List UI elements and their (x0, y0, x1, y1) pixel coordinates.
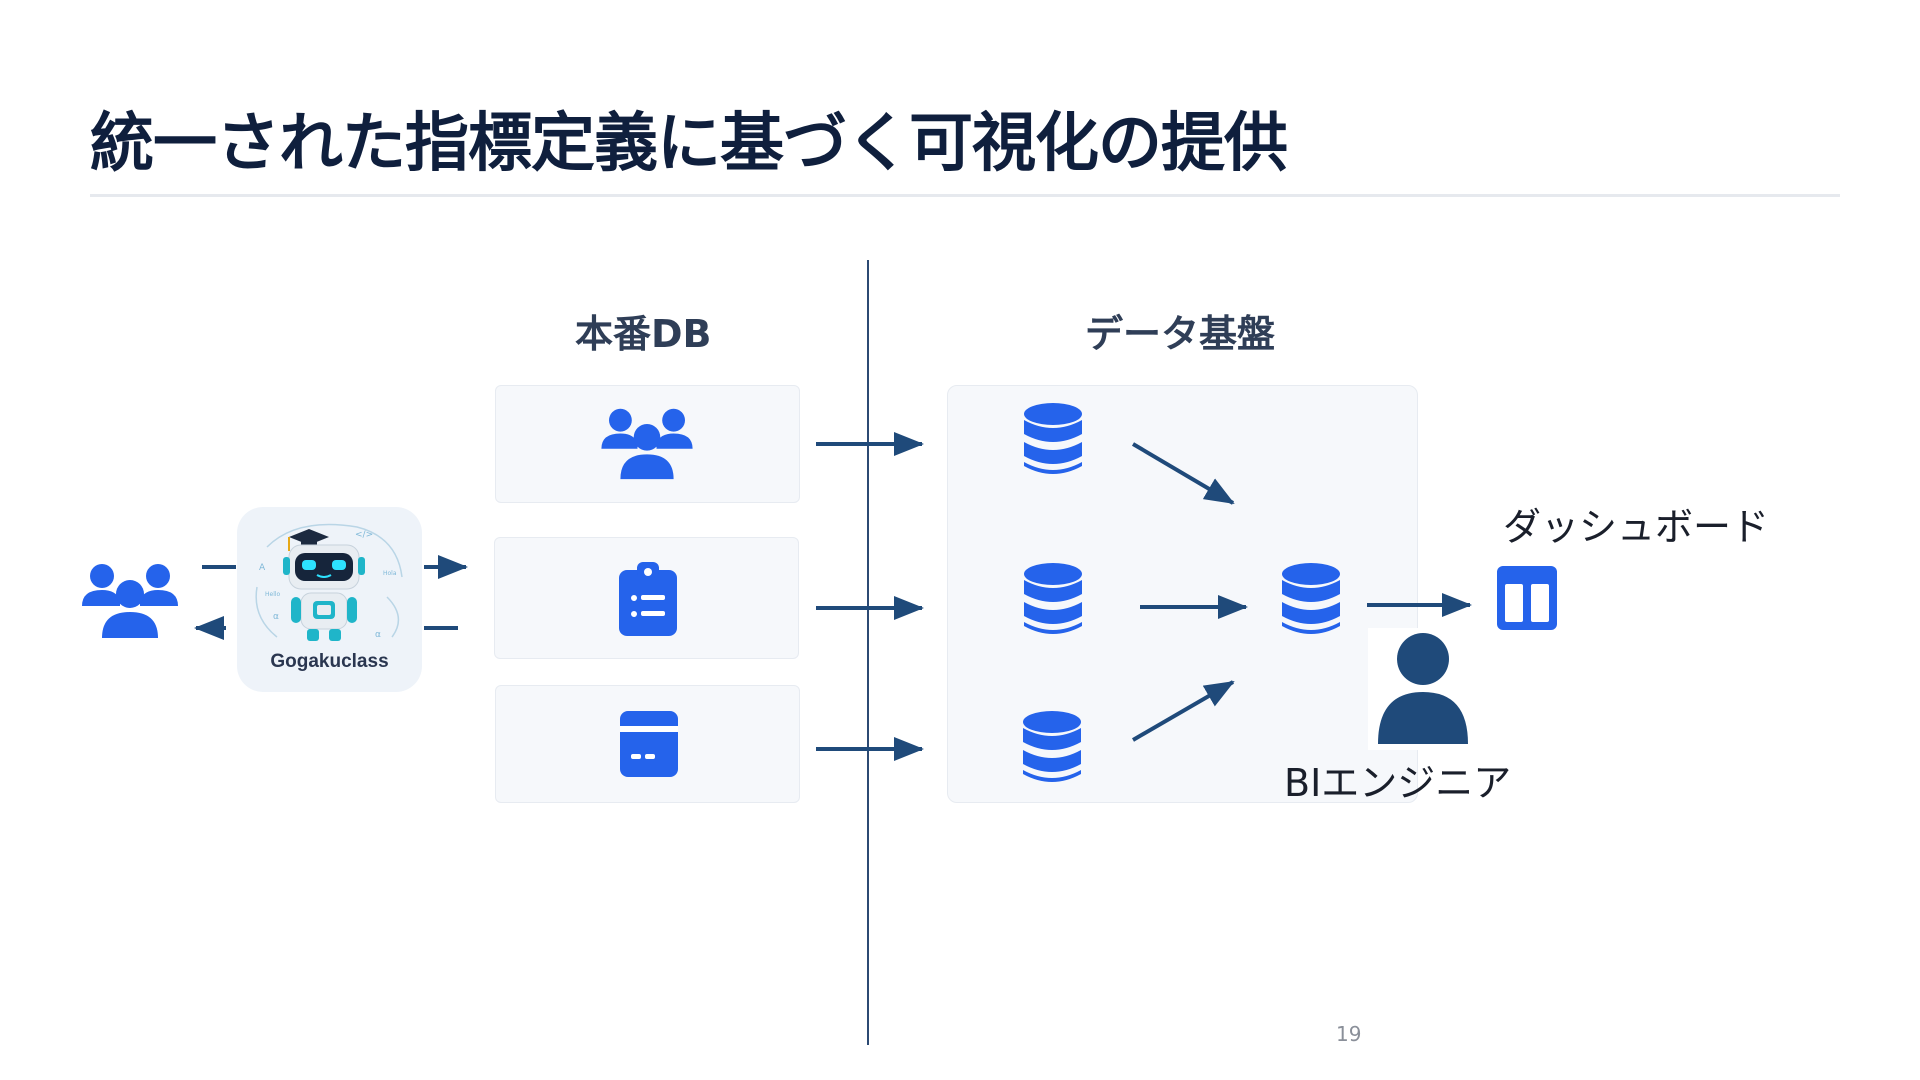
robot-icon: </> A Hello α Hola α (255, 523, 403, 641)
section-label-production-db: 本番DB (575, 312, 712, 356)
person-icon (1378, 633, 1468, 744)
svg-text:Hola: Hola (383, 570, 397, 577)
svg-text:</>: </> (355, 530, 373, 540)
clipboard-list-icon (619, 562, 677, 636)
users-icon (82, 564, 178, 638)
boundary-divider (867, 260, 869, 1045)
database-icon (1024, 563, 1082, 634)
database-icon (1023, 711, 1081, 782)
slide-title: 統一された指標定義に基づく可視化の提供 (90, 107, 1288, 181)
dashboard-columns-icon (1497, 566, 1557, 630)
dashboard-label: ダッシュボード (1503, 505, 1770, 549)
bi-engineer-label: BIエンジニア (1284, 761, 1512, 805)
app-name: Gogakuclass (270, 651, 389, 672)
svg-text:Hello: Hello (265, 591, 281, 598)
users-icon (601, 408, 693, 480)
section-label-data-platform: データ基盤 (1085, 312, 1276, 356)
title-divider (90, 194, 1840, 197)
page-number: 19 (1336, 1022, 1362, 1046)
svg-text:α: α (273, 612, 279, 622)
app-card: </> A Hello α Hola α Gogakuclass (237, 507, 422, 692)
database-icon (1282, 563, 1340, 634)
svg-text:α: α (375, 630, 381, 640)
card-icon (620, 711, 678, 777)
database-icon (1024, 403, 1082, 474)
svg-text:A: A (259, 563, 266, 573)
